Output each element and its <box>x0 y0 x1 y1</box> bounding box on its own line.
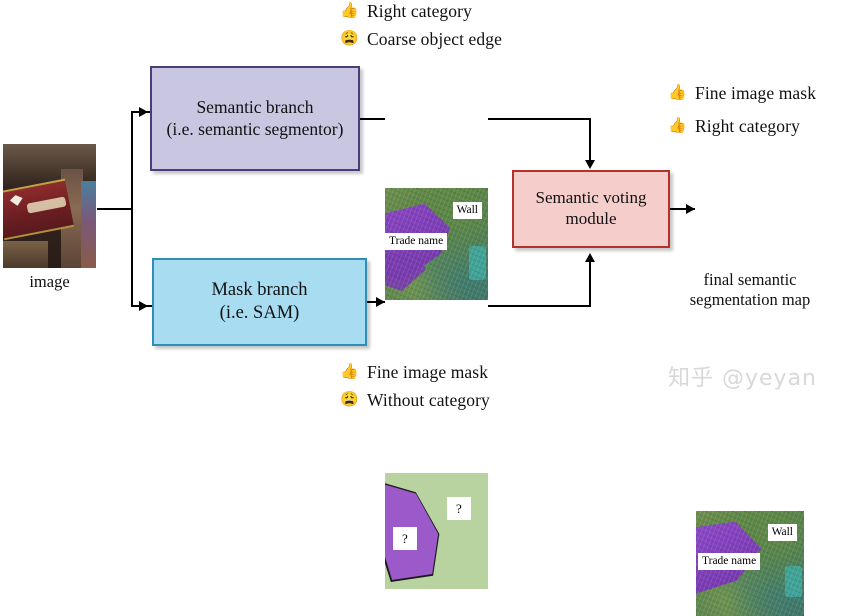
annotation-top-right-category: 👍 Right category <box>340 1 472 22</box>
semantic-branch-box[interactable]: Semantic branch (i.e. semantic segmentor… <box>150 66 360 171</box>
final-segmentation-image: Wall Trade name <box>696 511 804 616</box>
annotation-right-fine-image-mask: 👍 Fine image mask <box>668 83 816 104</box>
mask-output-image: ? ? <box>385 473 488 589</box>
annotation-label: Fine image mask <box>367 362 489 382</box>
arrow-to-semantic-branch <box>139 107 148 117</box>
seg-label-trade-name: Trade name <box>385 233 448 251</box>
thumbs-up-icon: 👍 <box>340 364 359 380</box>
mask-label-unknown-left: ? <box>393 527 417 550</box>
connector-voting-to-final <box>670 208 695 210</box>
voting-module-title: Semantic voting <box>535 188 647 208</box>
thumbs-up-icon: 👍 <box>340 3 359 19</box>
photo-right-wall <box>81 181 96 268</box>
input-image-caption: image <box>29 272 70 291</box>
mask-branch-subtitle: (i.e. SAM) <box>219 303 300 323</box>
mask-branch-title: Mask branch <box>211 280 308 301</box>
semantic-branch-subtitle: (i.e. semantic segmentor) <box>166 118 344 139</box>
semantic-branch-title: Semantic branch <box>196 97 314 118</box>
connector-coarse-to-voting-v <box>589 118 591 162</box>
mask-label-unknown-right: ? <box>447 497 471 520</box>
mask-branch-box[interactable]: Mask branch (i.e. SAM) <box>152 258 367 346</box>
annotation-bottom-without-category: 😩 Without category <box>340 390 490 411</box>
annotation-right-right-category: 👍 Right category <box>668 116 800 137</box>
annotation-bottom-fine-image-mask: 👍 Fine image mask <box>340 362 488 383</box>
annotation-label: Right category <box>695 116 800 136</box>
arrow-into-voting-top <box>585 160 595 169</box>
annotation-top-coarse-object-edge: 😩 Coarse object edge <box>340 29 502 50</box>
connector-image-out <box>97 208 133 210</box>
thumbs-up-icon: 👍 <box>668 85 687 101</box>
seg-label-wall: Wall <box>452 202 482 220</box>
voting-module-subtitle: module <box>565 209 617 228</box>
weary-face-icon: 😩 <box>340 31 359 47</box>
connector-mask-to-voting-h <box>488 305 591 307</box>
seg-teal-region <box>469 246 486 280</box>
annotation-label: Right category <box>367 1 472 21</box>
final-map-caption: final semantic segmentation map <box>670 270 830 310</box>
final-map-caption-line1: final semantic <box>703 270 797 289</box>
connector-coarse-to-voting-h <box>488 118 591 120</box>
arrow-to-final-map <box>686 204 695 214</box>
final-label-trade-name: Trade name <box>698 553 761 571</box>
coarse-segmentation-image: Wall Trade name <box>385 188 488 300</box>
thumbs-up-icon: 👍 <box>668 118 687 134</box>
arrow-to-mask-output <box>376 297 385 307</box>
photo-goods <box>3 240 48 268</box>
connector-split-vertical <box>131 111 133 307</box>
zhihu-watermark: 知乎 @yeyan <box>668 366 817 391</box>
arrow-into-voting-bottom <box>585 253 595 262</box>
final-label-wall: Wall <box>767 524 797 542</box>
arrow-to-mask-branch <box>139 301 148 311</box>
input-image <box>3 144 96 268</box>
final-map-caption-line2: segmentation map <box>689 289 811 309</box>
annotation-label: Fine image mask <box>695 83 817 103</box>
connector-semantic-to-coarse <box>360 118 385 120</box>
annotation-label: Without category <box>367 390 490 410</box>
semantic-voting-module-box[interactable]: Semantic voting module <box>512 170 670 248</box>
weary-face-icon: 😩 <box>340 392 359 408</box>
connector-mask-to-voting-v <box>589 262 591 307</box>
annotation-label: Coarse object edge <box>367 29 502 49</box>
